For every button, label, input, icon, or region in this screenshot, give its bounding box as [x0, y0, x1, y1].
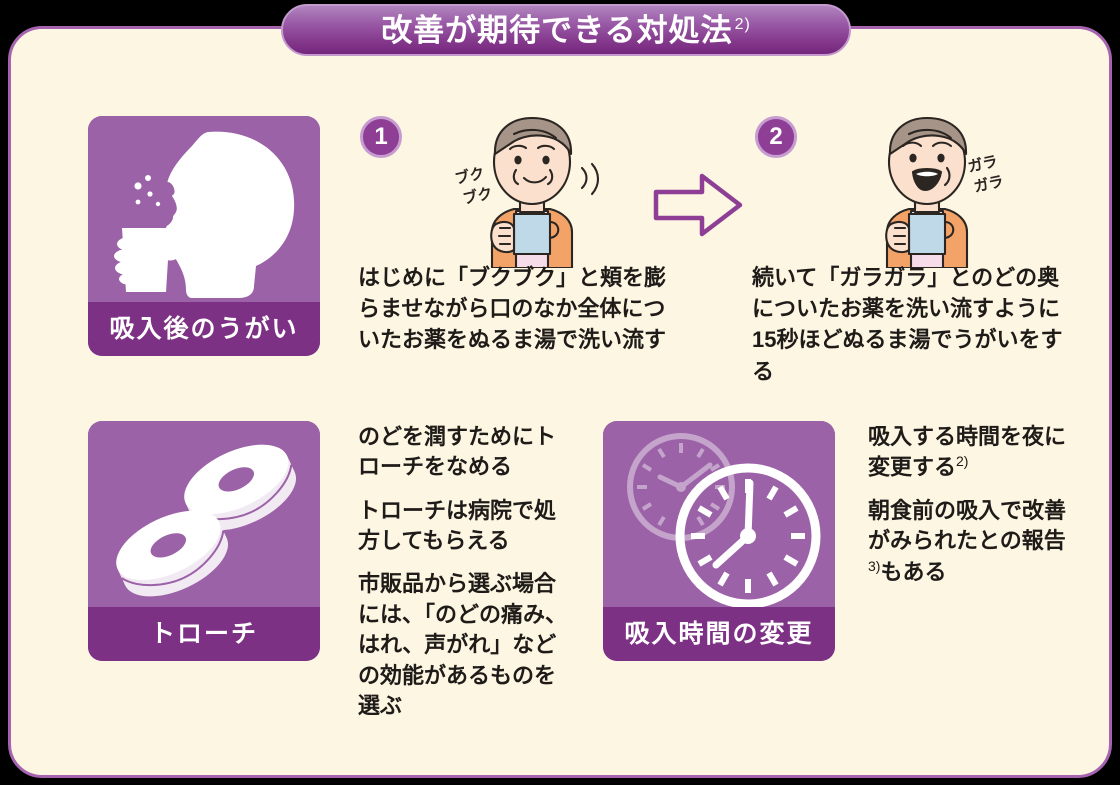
step-badge-1: 1: [360, 116, 402, 158]
card-troche: トローチ: [88, 421, 320, 661]
head-gargling-with-glass-icon: [114, 131, 295, 298]
clock-paragraph-1-reference: 2): [956, 453, 969, 470]
sound-effect-garagara-2: ガラ: [972, 173, 1005, 196]
step-badge-2-number: 2: [769, 123, 783, 150]
page-title-label: 改善が期待できる対処法: [381, 12, 733, 48]
clock-paragraph-2-text-before: 朝食前の吸入で改善がみられたとの報告: [868, 498, 1067, 554]
lozenge-tablets-icon: [116, 444, 297, 597]
troche-description: のどを潤すためにトローチをなめる トローチは病院で処方してもらえる 市販品から選…: [358, 422, 574, 721]
card-troche-label-bar: トローチ: [88, 607, 320, 661]
clock-icon-art: [603, 421, 835, 607]
step-1-illustration: ブク ブク: [440, 108, 620, 270]
page-title-reference: 2): [734, 16, 751, 34]
flow-arrow: [652, 170, 744, 240]
step-2-illustration: ガラ ガラ: [835, 108, 1015, 270]
step-badge-2: 2: [755, 116, 797, 158]
clock-paragraph-2-reference: 3): [868, 557, 881, 574]
clock-paragraph-2: 朝食前の吸入で改善がみられたとの報告 3)もある: [868, 496, 1076, 587]
right-arrow-icon: [653, 173, 743, 237]
troche-paragraph-1: のどを潤すためにトローチをなめる: [358, 424, 557, 480]
troche-paragraph-2: トローチは病院で処方してもらえる: [358, 497, 557, 554]
clock-paragraph-2-text-after: もある: [880, 559, 947, 585]
two-clocks-icon: [627, 433, 821, 607]
step-1-description: はじめに「ブクブク」と頬を膨らませながら口のなか全体についたお薬をぬるま湯で洗い…: [358, 265, 667, 353]
clock-paragraph-1: 吸入する時間を夜に変更する2): [868, 422, 1076, 483]
card-clock-label-bar: 吸入時間の変更: [603, 607, 835, 661]
troche-icon-art: [88, 421, 320, 607]
card-gargle-label-bar: 吸入後のうがい: [88, 302, 320, 356]
person-gargling-throat-with-mug-illustration: ガラ ガラ: [885, 116, 1005, 270]
sound-effect-bukubuku-1: ブク: [453, 164, 486, 188]
card-troche-label: トローチ: [149, 619, 258, 648]
card-gargle-after-inhalation: 吸入後のうがい: [88, 116, 320, 356]
sound-effect-garagara-1: ガラ: [966, 153, 999, 176]
card-gargle-label: 吸入後のうがい: [109, 314, 299, 343]
step-2-description: 続いて「ガラガラ」とのどの奥についたお薬を洗い流すように15秒ほどぬるま湯でうが…: [752, 265, 1063, 384]
step-badge-1-number: 1: [374, 123, 388, 150]
clock-description: 吸入する時間を夜に変更する2) 朝食前の吸入で改善がみられたとの報告 3)もある: [868, 422, 1076, 587]
gargle-icon-art: [88, 116, 320, 302]
card-inhalation-time-change: 吸入時間の変更: [603, 421, 835, 661]
person-swishing-mouth-with-mug-illustration: ブク ブク: [453, 116, 600, 270]
sound-effect-bukubuku-2: ブク: [461, 184, 494, 208]
troche-paragraph-3: 市販品から選ぶ場合には、「のどの痛み、はれ、声がれ」などの効能があるものを選ぶ: [358, 571, 568, 718]
clock-paragraph-1-text: 吸入する時間を夜に変更する: [868, 424, 1067, 480]
card-clock-label: 吸入時間の変更: [624, 619, 814, 648]
